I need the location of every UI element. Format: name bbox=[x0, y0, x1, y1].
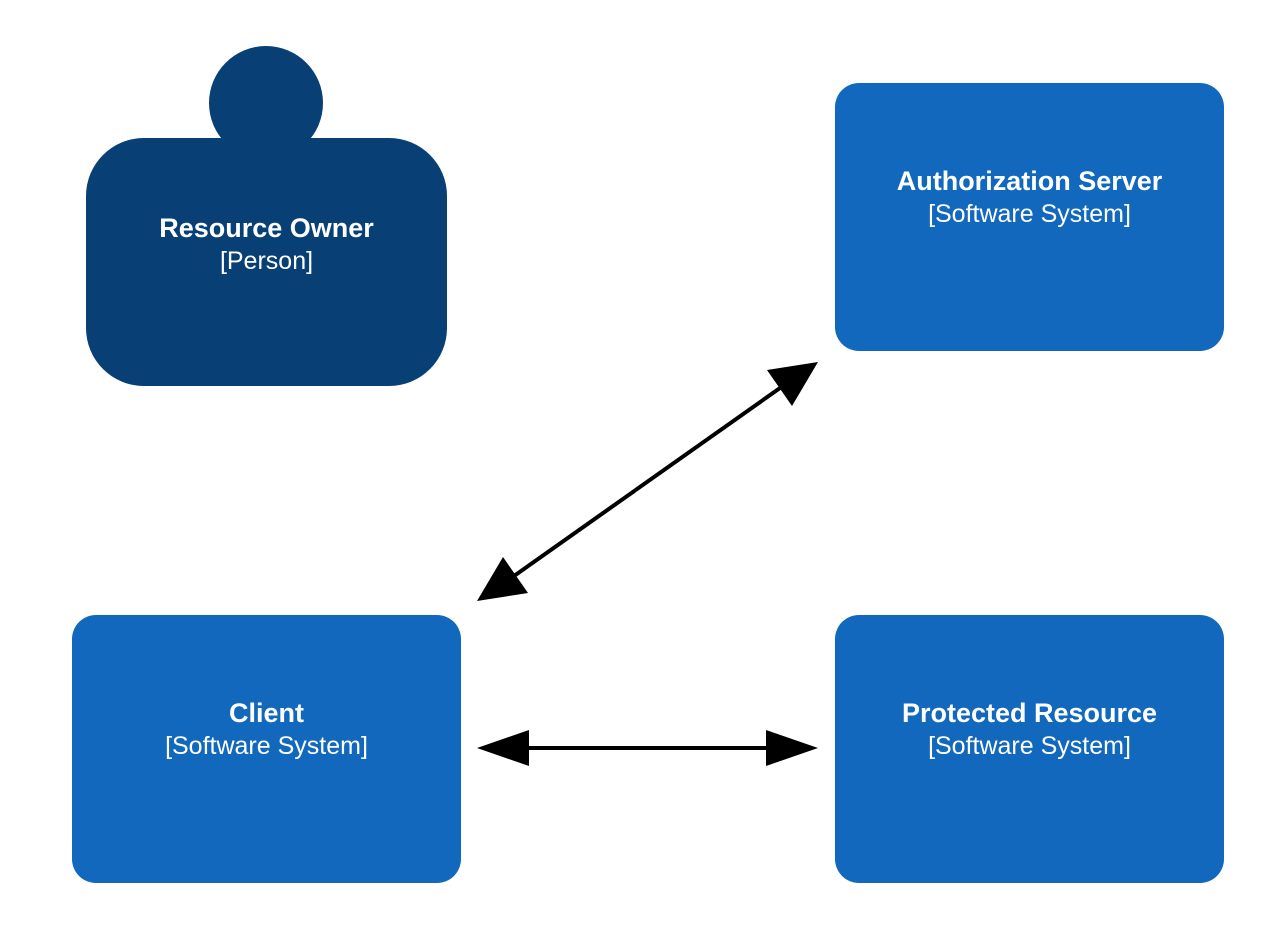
client-authorization-server-arrow bbox=[477, 362, 818, 601]
arrowhead-icon bbox=[477, 557, 528, 601]
client-protected-resource-arrow bbox=[477, 730, 818, 766]
client-box: Client [Software System] bbox=[72, 615, 461, 883]
authorization-server-label: Authorization Server [Software System] bbox=[835, 164, 1224, 230]
protected-resource-label: Protected Resource [Software System] bbox=[835, 696, 1224, 762]
client-type: [Software System] bbox=[165, 732, 368, 760]
resource-owner-person: Resource Owner [Person] bbox=[86, 138, 447, 386]
authorization-server-name: Authorization Server bbox=[896, 166, 1163, 196]
resource-owner-name: Resource Owner bbox=[159, 213, 374, 243]
authorization-server-type: [Software System] bbox=[928, 200, 1131, 228]
arrowhead-icon bbox=[477, 730, 529, 766]
arrowhead-icon bbox=[767, 362, 818, 406]
arrowhead-icon bbox=[766, 730, 818, 766]
resource-owner-type: [Person] bbox=[219, 247, 314, 275]
protected-resource-name: Protected Resource bbox=[901, 698, 1158, 728]
protected-resource-box: Protected Resource [Software System] bbox=[835, 615, 1224, 883]
client-label: Client [Software System] bbox=[72, 696, 461, 762]
protected-resource-type: [Software System] bbox=[928, 732, 1131, 760]
resource-owner-label: Resource Owner [Person] bbox=[86, 211, 447, 277]
client-name: Client bbox=[228, 698, 304, 728]
authorization-server-box: Authorization Server [Software System] bbox=[835, 83, 1224, 351]
